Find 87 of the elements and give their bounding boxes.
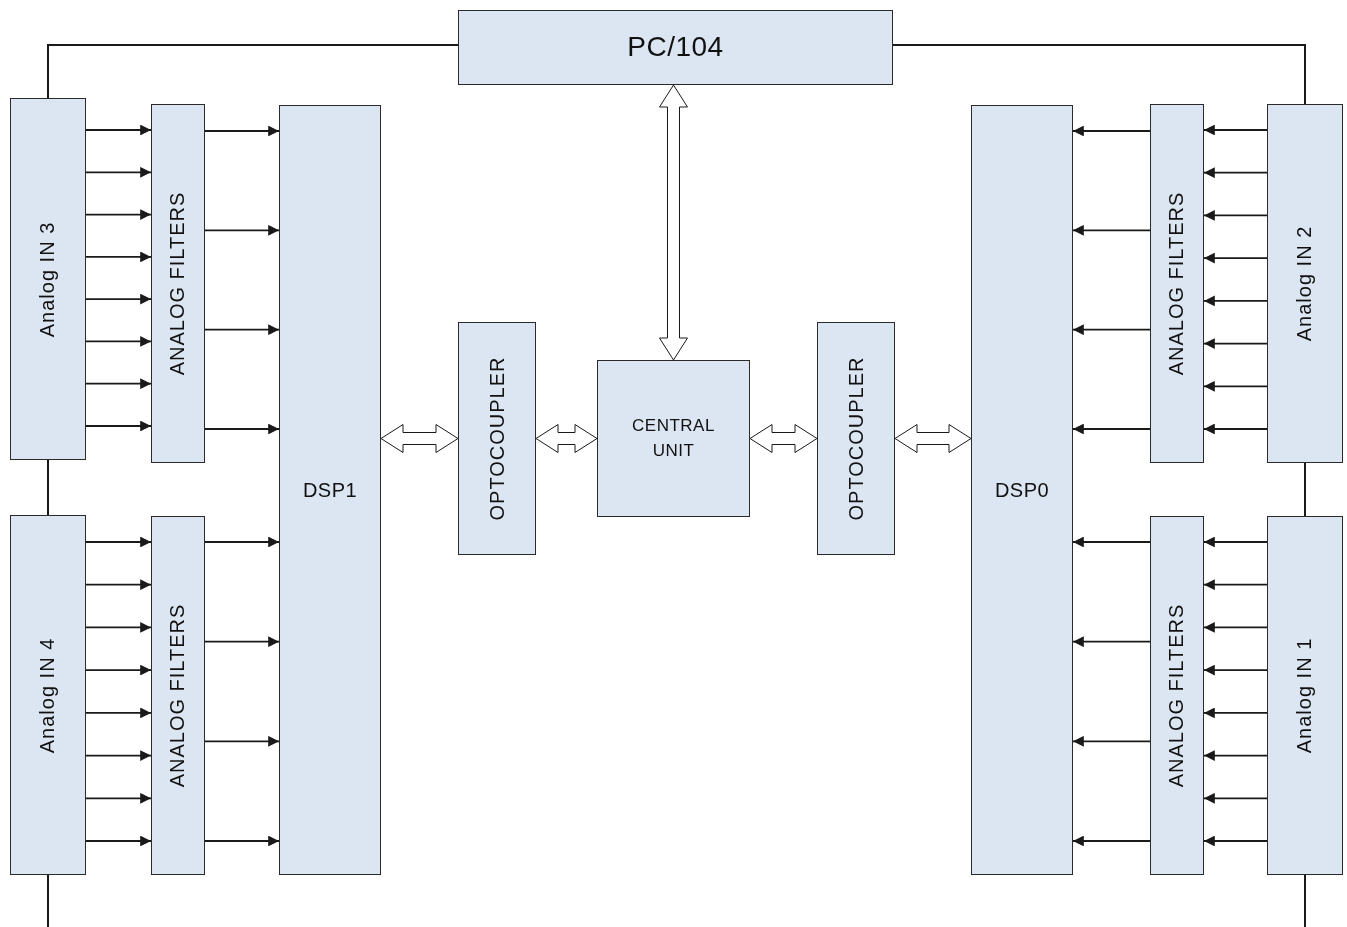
arrow bbox=[85, 707, 152, 719]
arrow bbox=[204, 324, 280, 336]
bidirectional-arrow bbox=[749, 424, 818, 453]
arrow bbox=[204, 735, 280, 747]
optocoupler-box bbox=[817, 322, 895, 555]
arrow bbox=[1203, 124, 1268, 136]
arrow bbox=[204, 835, 280, 847]
arrow bbox=[85, 209, 152, 220]
input-box bbox=[1267, 104, 1343, 463]
arrow bbox=[1203, 423, 1268, 435]
arrow bbox=[85, 664, 152, 676]
arrow bbox=[204, 636, 280, 648]
arrow bbox=[1072, 324, 1151, 336]
arrow bbox=[1203, 835, 1268, 847]
input-box bbox=[10, 515, 86, 875]
arrow bbox=[1203, 536, 1268, 548]
arrow bbox=[85, 622, 152, 633]
arrow bbox=[85, 336, 152, 347]
bus-line bbox=[892, 44, 1306, 105]
block-label: ANALOG FILTERS bbox=[1164, 191, 1189, 376]
arrow bbox=[1072, 636, 1151, 648]
arrow bbox=[1203, 338, 1268, 349]
bidirectional-arrow bbox=[659, 84, 688, 361]
block-label: Analog IN 1 bbox=[1292, 637, 1317, 754]
filter-box bbox=[1150, 516, 1204, 875]
bidirectional-arrow bbox=[380, 424, 459, 453]
input-box bbox=[10, 98, 86, 460]
arrow bbox=[85, 293, 152, 305]
bus-line bbox=[47, 44, 459, 99]
arrow bbox=[1203, 579, 1268, 591]
arrow bbox=[85, 251, 152, 263]
arrow bbox=[204, 536, 280, 548]
bus-line bbox=[47, 459, 49, 516]
arrow bbox=[1203, 252, 1268, 264]
arrow bbox=[1203, 792, 1268, 804]
input-box bbox=[1267, 516, 1343, 875]
central-unit-box bbox=[597, 360, 750, 517]
processor-box bbox=[971, 105, 1073, 875]
arrow bbox=[1203, 707, 1268, 719]
arrow bbox=[1072, 423, 1151, 435]
block-label: Analog IN 4 bbox=[35, 637, 60, 753]
arrow bbox=[85, 792, 152, 804]
block-label: CENTRAL UNIT bbox=[631, 414, 716, 462]
arrow bbox=[1203, 167, 1268, 179]
arrow bbox=[85, 750, 152, 761]
arrow bbox=[1203, 295, 1268, 307]
optocoupler-box bbox=[458, 322, 536, 555]
bidirectional-arrow bbox=[894, 424, 972, 453]
arrow bbox=[204, 224, 280, 236]
filter-box bbox=[151, 516, 205, 875]
block-label: Analog IN 3 bbox=[35, 221, 60, 337]
arrow bbox=[85, 536, 152, 548]
block-label: OPTOCOUPLER bbox=[484, 356, 509, 521]
block-label: DSP0 bbox=[994, 477, 1050, 503]
block-label: ANALOG FILTERS bbox=[165, 603, 190, 788]
arrow bbox=[85, 579, 152, 591]
arrow bbox=[1072, 735, 1151, 747]
arrow bbox=[1203, 210, 1268, 221]
bus-line bbox=[47, 874, 49, 927]
arrow bbox=[204, 423, 280, 435]
bus-line bbox=[1304, 462, 1306, 517]
arrow bbox=[1072, 224, 1151, 236]
arrow bbox=[1203, 664, 1268, 676]
block-label: OPTOCOUPLER bbox=[843, 356, 868, 521]
arrow bbox=[204, 125, 280, 137]
filter-box bbox=[1150, 104, 1204, 463]
filter-box bbox=[151, 104, 205, 463]
arrow bbox=[1203, 380, 1268, 392]
block-label: PC/104 bbox=[627, 30, 724, 65]
arrow bbox=[1203, 750, 1268, 761]
bidirectional-arrow bbox=[535, 424, 598, 453]
arrow bbox=[85, 124, 152, 136]
block-label: Analog IN 2 bbox=[1292, 225, 1317, 342]
arrow bbox=[1203, 622, 1268, 633]
bus-box bbox=[458, 10, 893, 85]
arrow bbox=[85, 166, 152, 178]
arrow bbox=[1072, 536, 1151, 548]
block-label: ANALOG FILTERS bbox=[165, 191, 190, 376]
arrow bbox=[85, 420, 152, 432]
arrow bbox=[1072, 125, 1151, 137]
block-label: ANALOG FILTERS bbox=[1164, 603, 1189, 788]
bus-line bbox=[1304, 874, 1306, 927]
block-label: DSP1 bbox=[302, 477, 358, 503]
arrow bbox=[1072, 835, 1151, 847]
arrow bbox=[85, 378, 152, 390]
arrow bbox=[85, 835, 152, 847]
processor-box bbox=[279, 105, 381, 875]
